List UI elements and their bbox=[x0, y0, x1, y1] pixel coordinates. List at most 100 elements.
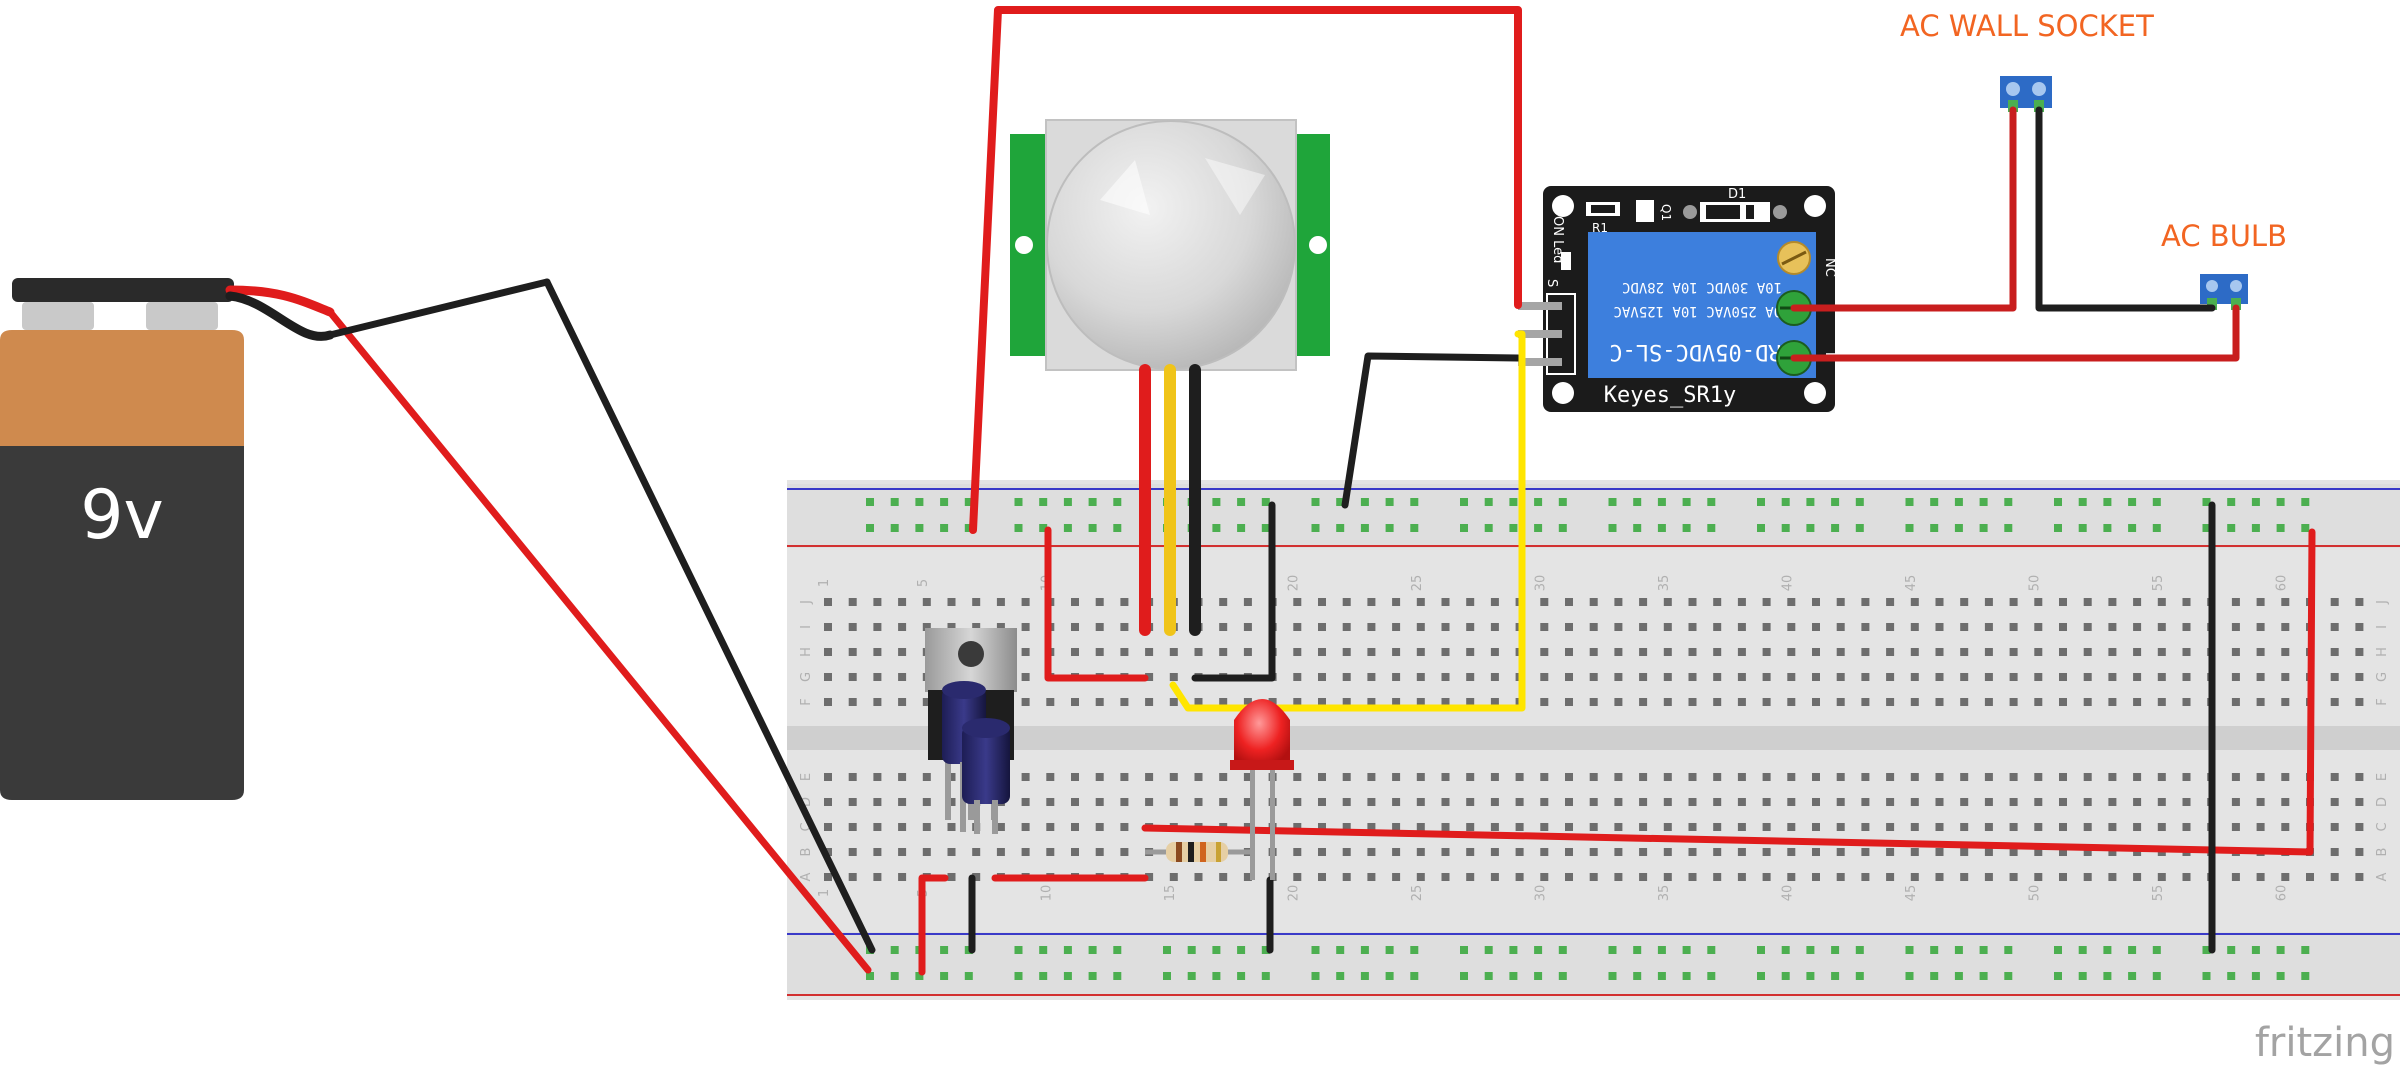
breadboard-hole bbox=[1762, 648, 1771, 656]
breadboard-hole bbox=[2256, 798, 2265, 806]
breadboard-hole bbox=[890, 946, 899, 954]
breadboard-hole bbox=[1713, 623, 1722, 631]
breadboard-hole bbox=[1063, 972, 1072, 980]
breadboard-hole bbox=[2276, 972, 2285, 980]
breadboard-hole bbox=[1145, 773, 1154, 781]
breadboard-hole bbox=[2330, 648, 2339, 656]
breadboard-hole bbox=[1509, 524, 1518, 532]
breadboard-hole bbox=[824, 798, 832, 806]
breadboard-hole bbox=[2231, 798, 2240, 806]
breadboard-hole bbox=[1762, 873, 1771, 881]
breadboard-hole bbox=[1392, 873, 1401, 881]
breadboard-hole bbox=[1021, 848, 1030, 856]
breadboard-hole bbox=[1979, 498, 1988, 506]
breadboard-hole bbox=[1787, 623, 1796, 631]
column-number: 30 bbox=[1533, 885, 1548, 902]
breadboard-hole bbox=[1688, 698, 1697, 706]
led-rim bbox=[1230, 760, 1294, 770]
breadboard-hole bbox=[1558, 972, 1567, 980]
breadboard-hole bbox=[1145, 798, 1154, 806]
breadboard-hole bbox=[1410, 498, 1419, 506]
breadboard-hole bbox=[1416, 623, 1425, 631]
breadboard-hole bbox=[1120, 623, 1129, 631]
breadboard-hole bbox=[1737, 823, 1746, 831]
capacitor-2 bbox=[962, 718, 1010, 834]
ac-wall-socket-terminal bbox=[2000, 76, 2052, 112]
breadboard-hole bbox=[1688, 798, 1697, 806]
breadboard-hole bbox=[1219, 798, 1228, 806]
breadboard-hole bbox=[1682, 524, 1691, 532]
wire-socket-to-bulb-black bbox=[2035, 106, 2216, 312]
breadboard-hole bbox=[1540, 623, 1549, 631]
breadboard-hole bbox=[1910, 848, 1919, 856]
breadboard-hole bbox=[1886, 598, 1895, 606]
breadboard-hole bbox=[996, 848, 1005, 856]
relay-d1-pad-left bbox=[1683, 205, 1697, 219]
row-letter: G bbox=[2375, 672, 2390, 682]
breadboard-hole bbox=[1663, 623, 1672, 631]
breadboard-hole bbox=[2009, 823, 2018, 831]
breadboard-hole bbox=[1441, 873, 1450, 881]
breadboard-hole bbox=[2083, 673, 2092, 681]
breadboard-hole bbox=[2059, 598, 2067, 606]
breadboard-hole bbox=[1855, 524, 1864, 532]
breadboard-hole bbox=[1737, 848, 1746, 856]
breadboard-hole bbox=[1861, 598, 1870, 606]
breadboard-hole bbox=[1441, 623, 1450, 631]
breadboard-hole bbox=[1663, 698, 1672, 706]
breadboard-hole bbox=[1063, 524, 1072, 532]
breadboard-hole bbox=[1589, 798, 1598, 806]
breadboard-hole bbox=[2276, 946, 2285, 954]
breadboard-hole bbox=[1095, 773, 1104, 781]
row-letter: D bbox=[2375, 797, 2390, 807]
breadboard-hole bbox=[1318, 773, 1326, 781]
breadboard-hole bbox=[1490, 623, 1499, 631]
breadboard-hole bbox=[2103, 524, 2112, 532]
battery-cap bbox=[12, 278, 234, 302]
breadboard-hole bbox=[866, 524, 874, 532]
breadboard-hole bbox=[1960, 873, 1969, 881]
breadboard-hole bbox=[1589, 598, 1598, 606]
breadboard-hole bbox=[1392, 823, 1401, 831]
breadboard-hole bbox=[1466, 598, 1475, 606]
breadboard-hole bbox=[1311, 972, 1320, 980]
breadboard-hole bbox=[1410, 972, 1419, 980]
breadboard-hole bbox=[1762, 698, 1771, 706]
breadboard-hole bbox=[2355, 698, 2364, 706]
breadboard-hole bbox=[2009, 598, 2018, 606]
relay-mount-hole-bl bbox=[1552, 382, 1574, 404]
breadboard-hole bbox=[2128, 972, 2137, 980]
breadboard-hole bbox=[2059, 648, 2067, 656]
breadboard-hole bbox=[2157, 823, 2166, 831]
column-number: 50 bbox=[2027, 885, 2042, 902]
breadboard-hole bbox=[1713, 598, 1722, 606]
breadboard-hole bbox=[1812, 848, 1820, 856]
breadboard-hole bbox=[2108, 798, 2117, 806]
breadboard-hole bbox=[1194, 873, 1203, 881]
breadboard-hole bbox=[1781, 498, 1790, 506]
breadboard-hole bbox=[824, 823, 832, 831]
breadboard-hole bbox=[1021, 698, 1030, 706]
breadboard-hole bbox=[2078, 524, 2087, 532]
column-number: 15 bbox=[1163, 885, 1178, 902]
breadboard-hole bbox=[2133, 798, 2142, 806]
breadboard-hole bbox=[1484, 946, 1493, 954]
breadboard-hole bbox=[1039, 946, 1048, 954]
breadboard-hole bbox=[2355, 623, 2364, 631]
breadboard-hole bbox=[824, 698, 832, 706]
breadboard-hole bbox=[2281, 823, 2290, 831]
breadboard-hole bbox=[1565, 773, 1573, 781]
breadboard-hole bbox=[1014, 946, 1023, 954]
breadboard-hole bbox=[940, 972, 949, 980]
breadboard-hole bbox=[2251, 498, 2260, 506]
breadboard-hole bbox=[2004, 498, 2013, 506]
breadboard-hole bbox=[922, 698, 931, 706]
breadboard-hole bbox=[1095, 848, 1104, 856]
breadboard-hole bbox=[1385, 946, 1394, 954]
breadboard-hole bbox=[915, 524, 924, 532]
breadboard-hole bbox=[1046, 773, 1055, 781]
breadboard-hole bbox=[1565, 823, 1573, 831]
breadboard-hole bbox=[1688, 623, 1697, 631]
breadboard-hole bbox=[1261, 524, 1270, 532]
